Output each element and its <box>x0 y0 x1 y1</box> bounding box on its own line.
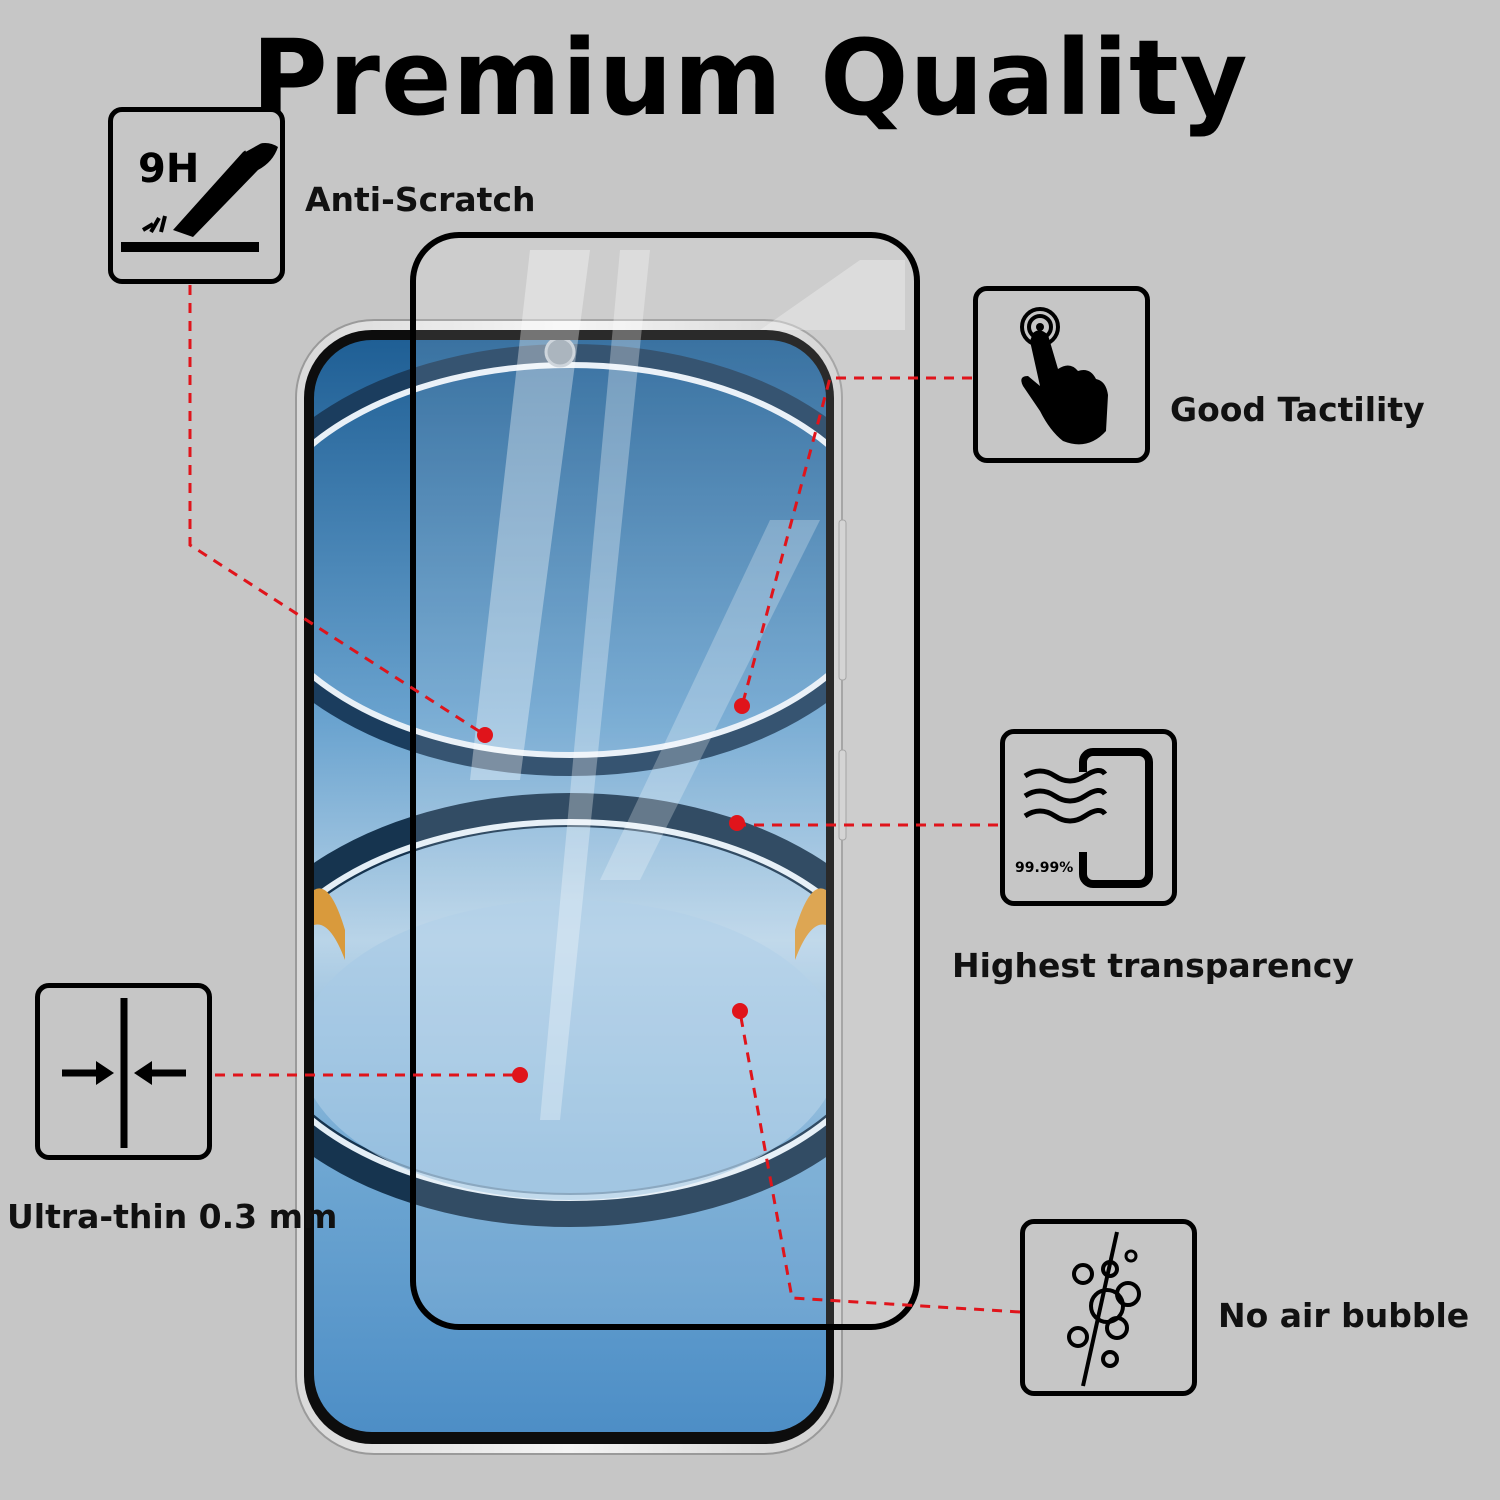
callout-line-anti-scratch <box>188 285 486 737</box>
feature-label-highest-transparency: Highest transparency <box>952 946 1354 985</box>
callout-dot-no-air-bubble <box>732 1003 748 1019</box>
transparency-percent: 99.99% <box>1015 860 1074 876</box>
callout-dots <box>477 698 750 1083</box>
callout-dot-anti-scratch <box>477 727 493 743</box>
anti-scratch-icon-box: 9H <box>108 107 285 284</box>
callout-dot-good-tactility <box>734 698 750 714</box>
glass-protector <box>410 232 920 1330</box>
hardness-label: 9H <box>138 146 200 192</box>
callout-line-no-air-bubble <box>738 1011 1021 1314</box>
phone-screen <box>314 340 826 1432</box>
callout-line-good-tactility <box>740 376 972 707</box>
feature-label-ultra-thin: Ultra-thin 0.3 mm <box>7 1197 338 1236</box>
callout-dot-highest-transparency <box>729 815 745 831</box>
good-tactility-icon-box <box>973 286 1150 463</box>
knife-scratch-icon <box>121 138 278 252</box>
highest-transparency-icon-box: 99.99% <box>1000 729 1177 906</box>
feature-label-anti-scratch: Anti-Scratch <box>305 180 536 219</box>
bubbles-icon <box>1067 1231 1141 1387</box>
callout-lines <box>188 285 1021 1314</box>
callout-dot-ultra-thin <box>512 1067 528 1083</box>
feature-label-good-tactility: Good Tactility <box>1170 390 1425 429</box>
ultra-thin-icon-box <box>35 983 212 1160</box>
feature-label-no-air-bubble: No air bubble <box>1218 1296 1470 1335</box>
touch-hand-icon <box>1020 307 1108 445</box>
no-air-bubble-icon-box <box>1020 1219 1197 1396</box>
thickness-arrows-icon <box>62 998 186 1148</box>
page-title: Premium Quality <box>251 17 1249 139</box>
transparency-phone-icon <box>1023 748 1153 888</box>
